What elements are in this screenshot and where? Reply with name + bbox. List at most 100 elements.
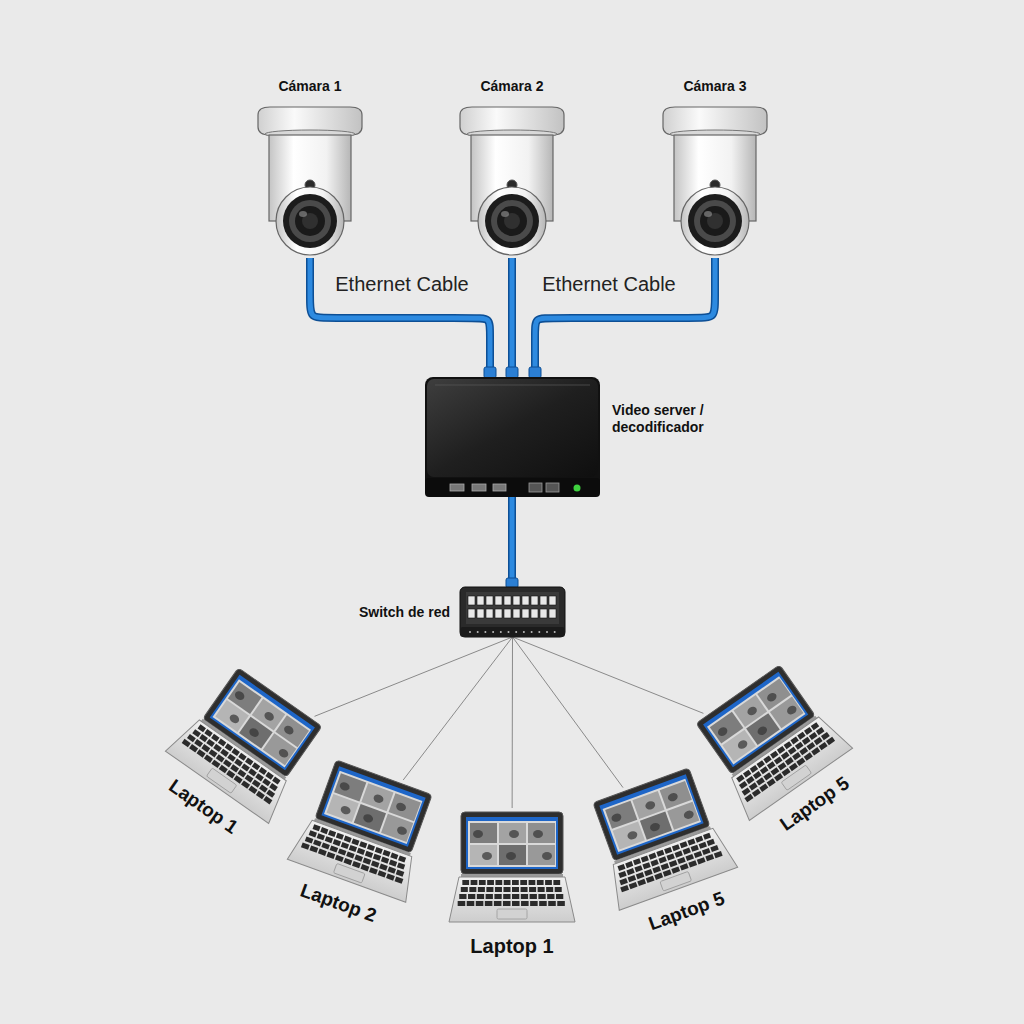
switch-port: [495, 609, 502, 618]
keyboard-key: [381, 857, 389, 864]
keyboard-key: [344, 836, 352, 843]
video-figure: [667, 792, 679, 803]
video-figure: [626, 830, 638, 841]
keyboard-key: [633, 858, 641, 865]
camera-lens: [289, 200, 331, 242]
laptop-touchpad: [660, 871, 692, 891]
switch-led: [508, 631, 510, 633]
laptop-touchpad: [206, 768, 236, 793]
keyboard-key: [469, 887, 476, 892]
switch-port: [495, 596, 502, 605]
cable-outline: [508, 497, 516, 587]
video-figure: [233, 690, 246, 702]
keyboard-key: [216, 754, 225, 762]
video-figure: [746, 705, 759, 717]
camera-lens-housing: [681, 187, 749, 255]
keyboard-key: [555, 887, 562, 892]
keyboard-key: [521, 887, 528, 892]
laptop-screen: [468, 821, 556, 867]
keyboard-key: [626, 868, 634, 875]
keyboard-key: [338, 848, 347, 855]
keyboard-key: [771, 767, 780, 775]
keyboard-key: [336, 833, 344, 840]
keyboard-key: [351, 838, 359, 845]
keyboard-key: [661, 863, 670, 870]
keyboard-key: [802, 737, 811, 745]
keyboard-key: [199, 734, 208, 742]
switch-panel: [466, 592, 559, 624]
video-figure: [765, 691, 778, 703]
keyboard-key: [361, 864, 370, 871]
keyboard-key: [695, 836, 703, 843]
keyboard-key: [211, 760, 220, 768]
keyboard-key: [198, 724, 206, 732]
keyboard-key: [770, 751, 778, 759]
keyboard-key: [521, 901, 529, 906]
keyboard-key: [520, 880, 527, 885]
keyboard-key: [476, 901, 484, 906]
keyboard-key: [710, 845, 719, 852]
video-thumbnail: [327, 794, 359, 822]
video-figure: [340, 805, 352, 816]
keyboard-key: [654, 873, 663, 880]
keyboard-key: [664, 847, 672, 854]
keyboard-key: [811, 747, 820, 755]
camera-lens-glass: [497, 206, 527, 236]
cable-label: Ethernet Cable: [509, 272, 709, 296]
keyboard-key: [309, 846, 318, 853]
keyboard-key: [811, 722, 819, 730]
laptop-node: Laptop 5: [578, 759, 741, 916]
video-thumbnail: [613, 822, 645, 850]
switch-port: [504, 596, 511, 605]
keyboard-key: [343, 858, 352, 865]
keyboard-key: [774, 756, 783, 764]
keyboard-key: [749, 782, 758, 790]
keyboard-key: [309, 830, 317, 837]
video-figure: [228, 713, 241, 725]
keyboard-key: [479, 880, 486, 885]
video-figure: [644, 800, 656, 811]
keyboard-key: [248, 768, 257, 776]
keyboard-key: [807, 742, 816, 750]
keyboard-key: [259, 767, 267, 775]
usb-port: [450, 484, 464, 491]
keyboard-key: [796, 758, 805, 766]
keyboard-key: [192, 729, 201, 737]
keyboard-key: [821, 732, 830, 740]
video-thumbnail: [470, 823, 497, 843]
cable-plug: [529, 367, 541, 378]
keyboard-key: [781, 752, 790, 760]
keyboard-key: [672, 844, 680, 851]
laptop-screen-frame: [703, 672, 808, 767]
switch-port: [477, 609, 484, 618]
keyboard-key: [641, 855, 649, 862]
keyboard-key: [369, 867, 378, 874]
video-thumbnail: [640, 812, 672, 840]
keyboard-key: [671, 866, 680, 873]
keyboard-key: [617, 864, 625, 871]
video-thumbnail: [470, 845, 497, 865]
server-case: [425, 377, 600, 497]
switch-led: [515, 631, 517, 633]
switch-port: [522, 609, 529, 618]
keyboard-key: [387, 866, 396, 873]
keyboard-key: [629, 882, 638, 889]
keyboard-key: [352, 861, 361, 868]
keyboard-key: [530, 901, 538, 906]
keyboard-key: [625, 861, 633, 868]
keyboard-key: [269, 783, 278, 791]
server-highlight: [435, 385, 590, 386]
keyboard-key: [753, 771, 762, 779]
video-figure: [339, 781, 351, 792]
switch-port: [513, 609, 520, 618]
video-figure: [263, 710, 276, 722]
keyboard-key: [383, 850, 391, 857]
device-label: Switch de red: [359, 604, 450, 621]
laptop-screen: [213, 679, 311, 767]
keyboard-key: [389, 860, 397, 867]
laptop-node: Laptop 1: [447, 808, 577, 928]
keyboard-key: [637, 879, 646, 886]
switch-port: [531, 609, 538, 618]
server-front: [425, 478, 600, 497]
